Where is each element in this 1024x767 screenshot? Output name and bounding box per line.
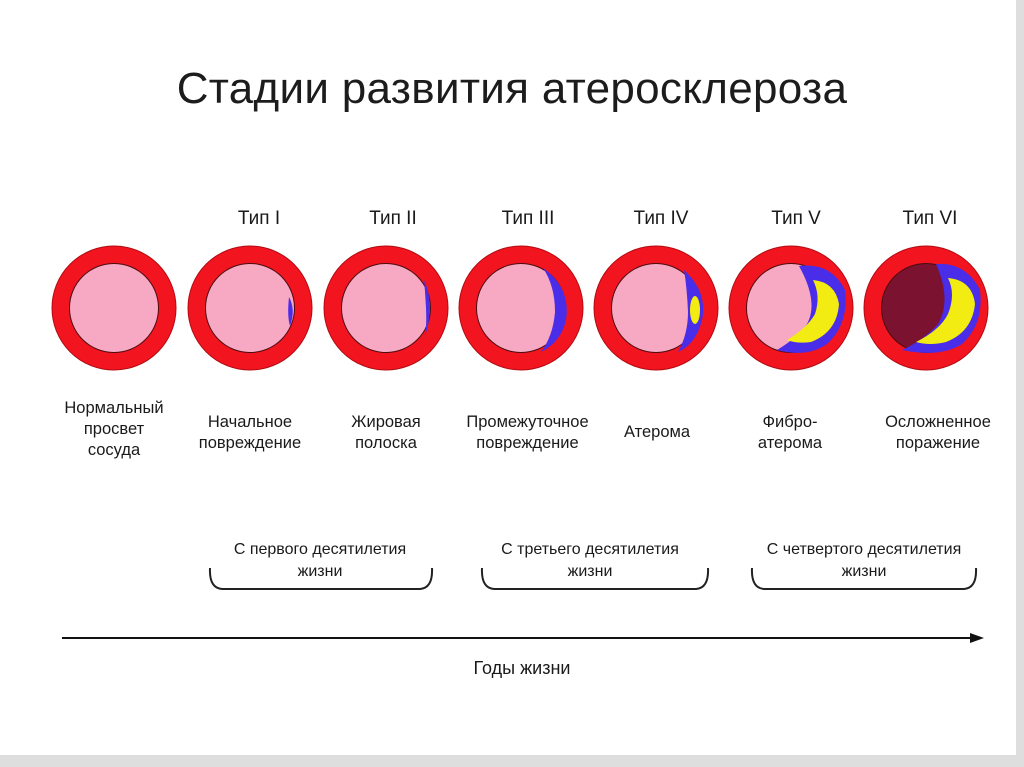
vessel-type-6: [863, 245, 989, 371]
vessel-normal: [51, 245, 177, 371]
time-axis-arrow: [62, 633, 984, 643]
vessel-type-2: [323, 245, 449, 371]
age-group-1-bracket: [208, 567, 434, 590]
lipid-core: [916, 278, 975, 344]
fatty-streak: [424, 280, 430, 339]
vessel-lumen: [612, 264, 700, 352]
stage-type-5: Тип V: [771, 208, 821, 229]
vessel-type-1: [187, 245, 313, 371]
age-group-2-bracket: [480, 567, 710, 590]
stage-type-2: Тип II: [369, 208, 417, 229]
vessel-lumen: [70, 264, 158, 352]
vessel-type-5: [728, 245, 854, 371]
stage-label-5: Фибро-атерома: [757, 413, 823, 452]
vessel-type-3: [458, 245, 584, 371]
stage-label-4: Атерома: [623, 423, 691, 441]
stage-type-6: Тип VI: [902, 208, 958, 229]
stage-type-1: Тип I: [237, 208, 281, 229]
stage-type-3: Тип III: [501, 208, 555, 229]
vessel-lumen: [206, 264, 294, 352]
lipid-core: [690, 296, 700, 324]
lipid-core: [787, 280, 839, 343]
vessel-type-4: [593, 245, 719, 371]
diagram-title: Стадии развития атеросклероза: [176, 64, 848, 113]
intermediate-lesion: [541, 268, 567, 352]
time-axis-label: Годы жизни: [473, 658, 571, 678]
age-group-3-bracket: [750, 567, 978, 590]
lipid-deposit: [288, 297, 293, 326]
vessel-lumen: [477, 264, 565, 352]
vessel-lumen: [342, 264, 430, 352]
stage-type-4: Тип IV: [633, 208, 689, 229]
